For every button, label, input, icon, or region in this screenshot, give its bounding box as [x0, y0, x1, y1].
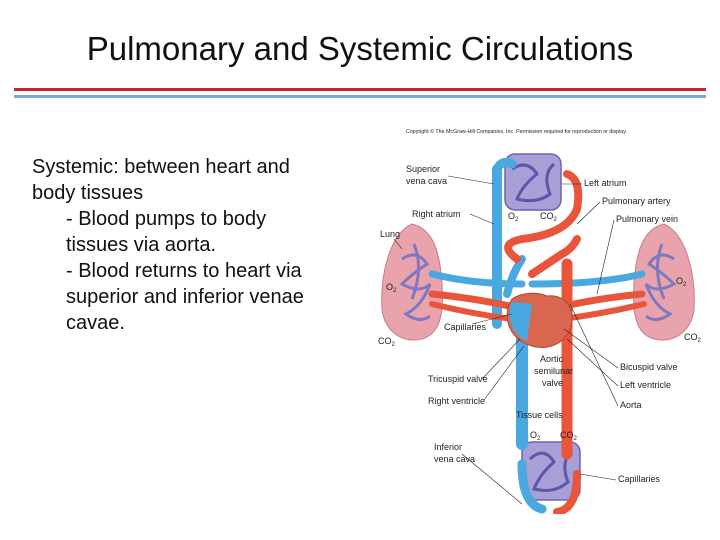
label-co2-right: CO2	[684, 332, 702, 344]
label-o2-left: O2	[386, 282, 397, 294]
label-capillaries: Capillaries	[444, 322, 487, 332]
body-line: superior and inferior venae	[66, 286, 304, 308]
body-line: cavae.	[66, 312, 125, 334]
label-o2-top: O2	[508, 211, 519, 223]
label-left-ventricle: Left ventricle	[620, 380, 671, 390]
title-divider-blue	[14, 95, 706, 98]
label-o2-bottom: O2	[530, 430, 541, 442]
label-co2-bottom: CO2	[560, 430, 578, 442]
label-tissue-cells: Tissue cells	[516, 410, 563, 420]
label-lung: Lung	[380, 229, 400, 239]
label-tricuspid-valve: Tricuspid valve	[428, 374, 488, 384]
label-pulmonary-vein: Pulmonary vein	[616, 214, 678, 224]
label-inferior-vena-cava: Inferior	[434, 442, 462, 452]
label-aortic-semilunar-valve-2: semilunar	[534, 366, 573, 376]
left-lung-capillaries	[399, 243, 432, 321]
label-pulmonary-artery: Pulmonary artery	[602, 196, 671, 206]
circulation-diagram: Copyright © The McGraw-Hill Companies, I…	[378, 128, 702, 514]
heart-right-side	[509, 302, 532, 341]
right-lung-capillaries	[644, 243, 677, 321]
label-o2-right: O2	[676, 276, 687, 288]
label-aortic-semilunar-valve-3: valve	[542, 378, 563, 388]
label-inferior-vena-cava-2: vena cava	[434, 454, 475, 464]
body-line: Systemic: between heart and	[32, 156, 290, 178]
circulation-figure: Copyright © The McGraw-Hill Companies, I…	[372, 124, 712, 514]
body-line: - Blood returns to heart via	[66, 260, 302, 282]
top-capillary-loops	[511, 162, 556, 203]
copyright-text: Copyright © The McGraw-Hill Companies, I…	[406, 128, 627, 135]
label-aortic-semilunar-valve: Aortic	[540, 354, 564, 364]
label-superior-vena-cava: Superior	[406, 164, 440, 174]
label-co2-left: CO2	[378, 336, 396, 348]
title-divider-red	[14, 88, 706, 91]
bottom-capillary-loops	[528, 448, 574, 492]
deoxygenated-vessels	[428, 157, 646, 514]
slide-title: Pulmonary and Systemic Circulations	[86, 30, 634, 67]
body-line: - Blood pumps to body	[66, 208, 267, 230]
label-bicuspid-valve: Bicuspid valve	[620, 362, 678, 372]
label-co2-top: CO2	[540, 211, 558, 223]
label-right-ventricle: Right ventricle	[428, 396, 485, 406]
label-aorta: Aorta	[620, 400, 642, 410]
left-lung	[381, 223, 443, 341]
label-capillaries-bottom: Capillaries	[618, 474, 661, 484]
label-right-atrium: Right atrium	[412, 209, 461, 219]
leader-lines	[393, 175, 619, 505]
body-text: Systemic: between heart and body tissues…	[32, 154, 352, 336]
body-line: body tissues	[32, 182, 144, 204]
body-line: tissues via aorta.	[66, 234, 217, 256]
label-superior-vena-cava-2: vena cava	[406, 176, 447, 186]
right-lung	[633, 223, 695, 341]
label-left-atrium: Left atrium	[584, 178, 627, 188]
